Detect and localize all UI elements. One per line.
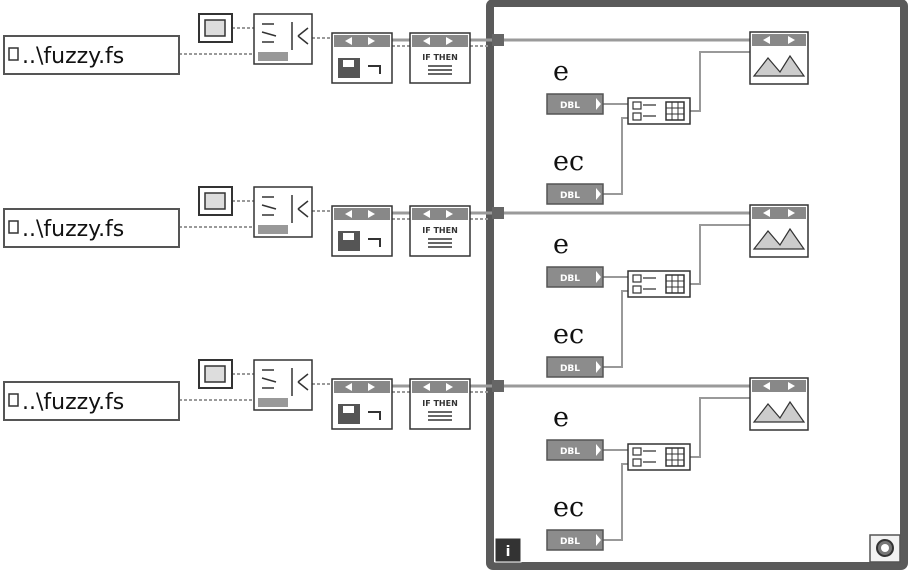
input-ec-label: ec <box>553 146 584 177</box>
path-constant[interactable]: ..\fuzzy.fs <box>3 208 180 248</box>
ref-icon <box>204 365 226 383</box>
dbl-control-ec[interactable]: DBL <box>546 529 604 551</box>
ref-icon <box>204 19 226 37</box>
reference-constant <box>198 186 233 216</box>
dbl-control-ec[interactable]: DBL <box>546 183 604 205</box>
build-array-node[interactable] <box>627 443 691 471</box>
svg-text:DBL: DBL <box>560 364 580 374</box>
input-ec-label: ec <box>553 492 584 523</box>
path-label: ..\fuzzy.fs <box>22 217 124 242</box>
dbl-control-e[interactable]: DBL <box>546 266 604 288</box>
svg-text:DBL: DBL <box>560 274 580 284</box>
membership-curve-icon <box>752 54 806 77</box>
fuzzy-row-2: ..\fuzzy.fs IF THEN e <box>3 186 809 378</box>
fuzzy-controller-vi[interactable] <box>749 377 809 431</box>
loop-tunnel <box>492 380 504 392</box>
input-e-label: e <box>553 402 569 433</box>
cluster-icon <box>261 195 309 223</box>
build-array-node[interactable] <box>627 97 691 125</box>
array-icon <box>665 447 685 467</box>
svg-text:DBL: DBL <box>560 101 580 111</box>
membership-curve-icon <box>752 400 806 423</box>
rules-label: IF THEN <box>422 399 458 408</box>
iteration-terminal[interactable] <box>494 537 522 563</box>
load-fuzzy-vi[interactable] <box>331 32 393 84</box>
loop-tunnel <box>492 34 504 46</box>
stop-condition-terminal[interactable] <box>869 534 901 563</box>
cluster-icon <box>261 22 309 50</box>
path-icon <box>8 393 19 407</box>
rules-vi[interactable]: IF THEN <box>409 378 471 430</box>
input-ec-label: ec <box>553 319 584 350</box>
loop-tunnel <box>492 207 504 219</box>
wires <box>179 27 750 195</box>
rules-vi[interactable]: IF THEN <box>409 32 471 84</box>
ref-icon <box>204 192 226 210</box>
membership-vi[interactable] <box>253 186 313 238</box>
fuzzy-row-1: ..\fuzzy.fs IF THEN <box>3 13 809 205</box>
dbl-control-ec[interactable]: DBL <box>546 356 604 378</box>
path-label: ..\fuzzy.fs <box>22 44 124 69</box>
wires <box>179 200 750 368</box>
svg-text:DBL: DBL <box>560 537 580 547</box>
input-e-label: e <box>553 56 569 87</box>
path-icon <box>8 47 19 61</box>
array-icon <box>665 101 685 121</box>
path-label: ..\fuzzy.fs <box>22 390 124 415</box>
fuzzy-row-3: ..\fuzzy.fs IF THEN e <box>3 359 809 551</box>
load-fuzzy-vi[interactable] <box>331 205 393 257</box>
input-e-label: e <box>553 229 569 260</box>
reference-constant <box>198 13 233 43</box>
fuzzy-controller-vi[interactable] <box>749 31 809 85</box>
wires <box>179 373 750 541</box>
rules-vi[interactable]: IF THEN <box>409 205 471 257</box>
while-loop: i <box>486 0 908 570</box>
path-constant[interactable]: ..\fuzzy.fs <box>3 381 180 421</box>
path-constant[interactable]: ..\fuzzy.fs <box>3 35 180 75</box>
load-fuzzy-vi[interactable] <box>331 378 393 430</box>
fuzzy-controller-vi[interactable] <box>749 204 809 258</box>
rules-label: IF THEN <box>422 226 458 235</box>
dbl-control-e[interactable]: DBL <box>546 439 604 461</box>
reference-constant <box>198 359 233 389</box>
rules-label: IF THEN <box>422 53 458 62</box>
path-icon <box>8 220 19 234</box>
iteration-label: i <box>506 544 511 560</box>
svg-text:DBL: DBL <box>560 447 580 457</box>
dbl-control-e[interactable]: DBL <box>546 93 604 115</box>
array-icon <box>665 274 685 294</box>
svg-text:DBL: DBL <box>560 191 580 201</box>
membership-curve-icon <box>752 227 806 250</box>
membership-vi[interactable] <box>253 13 313 65</box>
cluster-icon <box>261 368 309 396</box>
build-array-node[interactable] <box>627 270 691 298</box>
membership-vi[interactable] <box>253 359 313 411</box>
